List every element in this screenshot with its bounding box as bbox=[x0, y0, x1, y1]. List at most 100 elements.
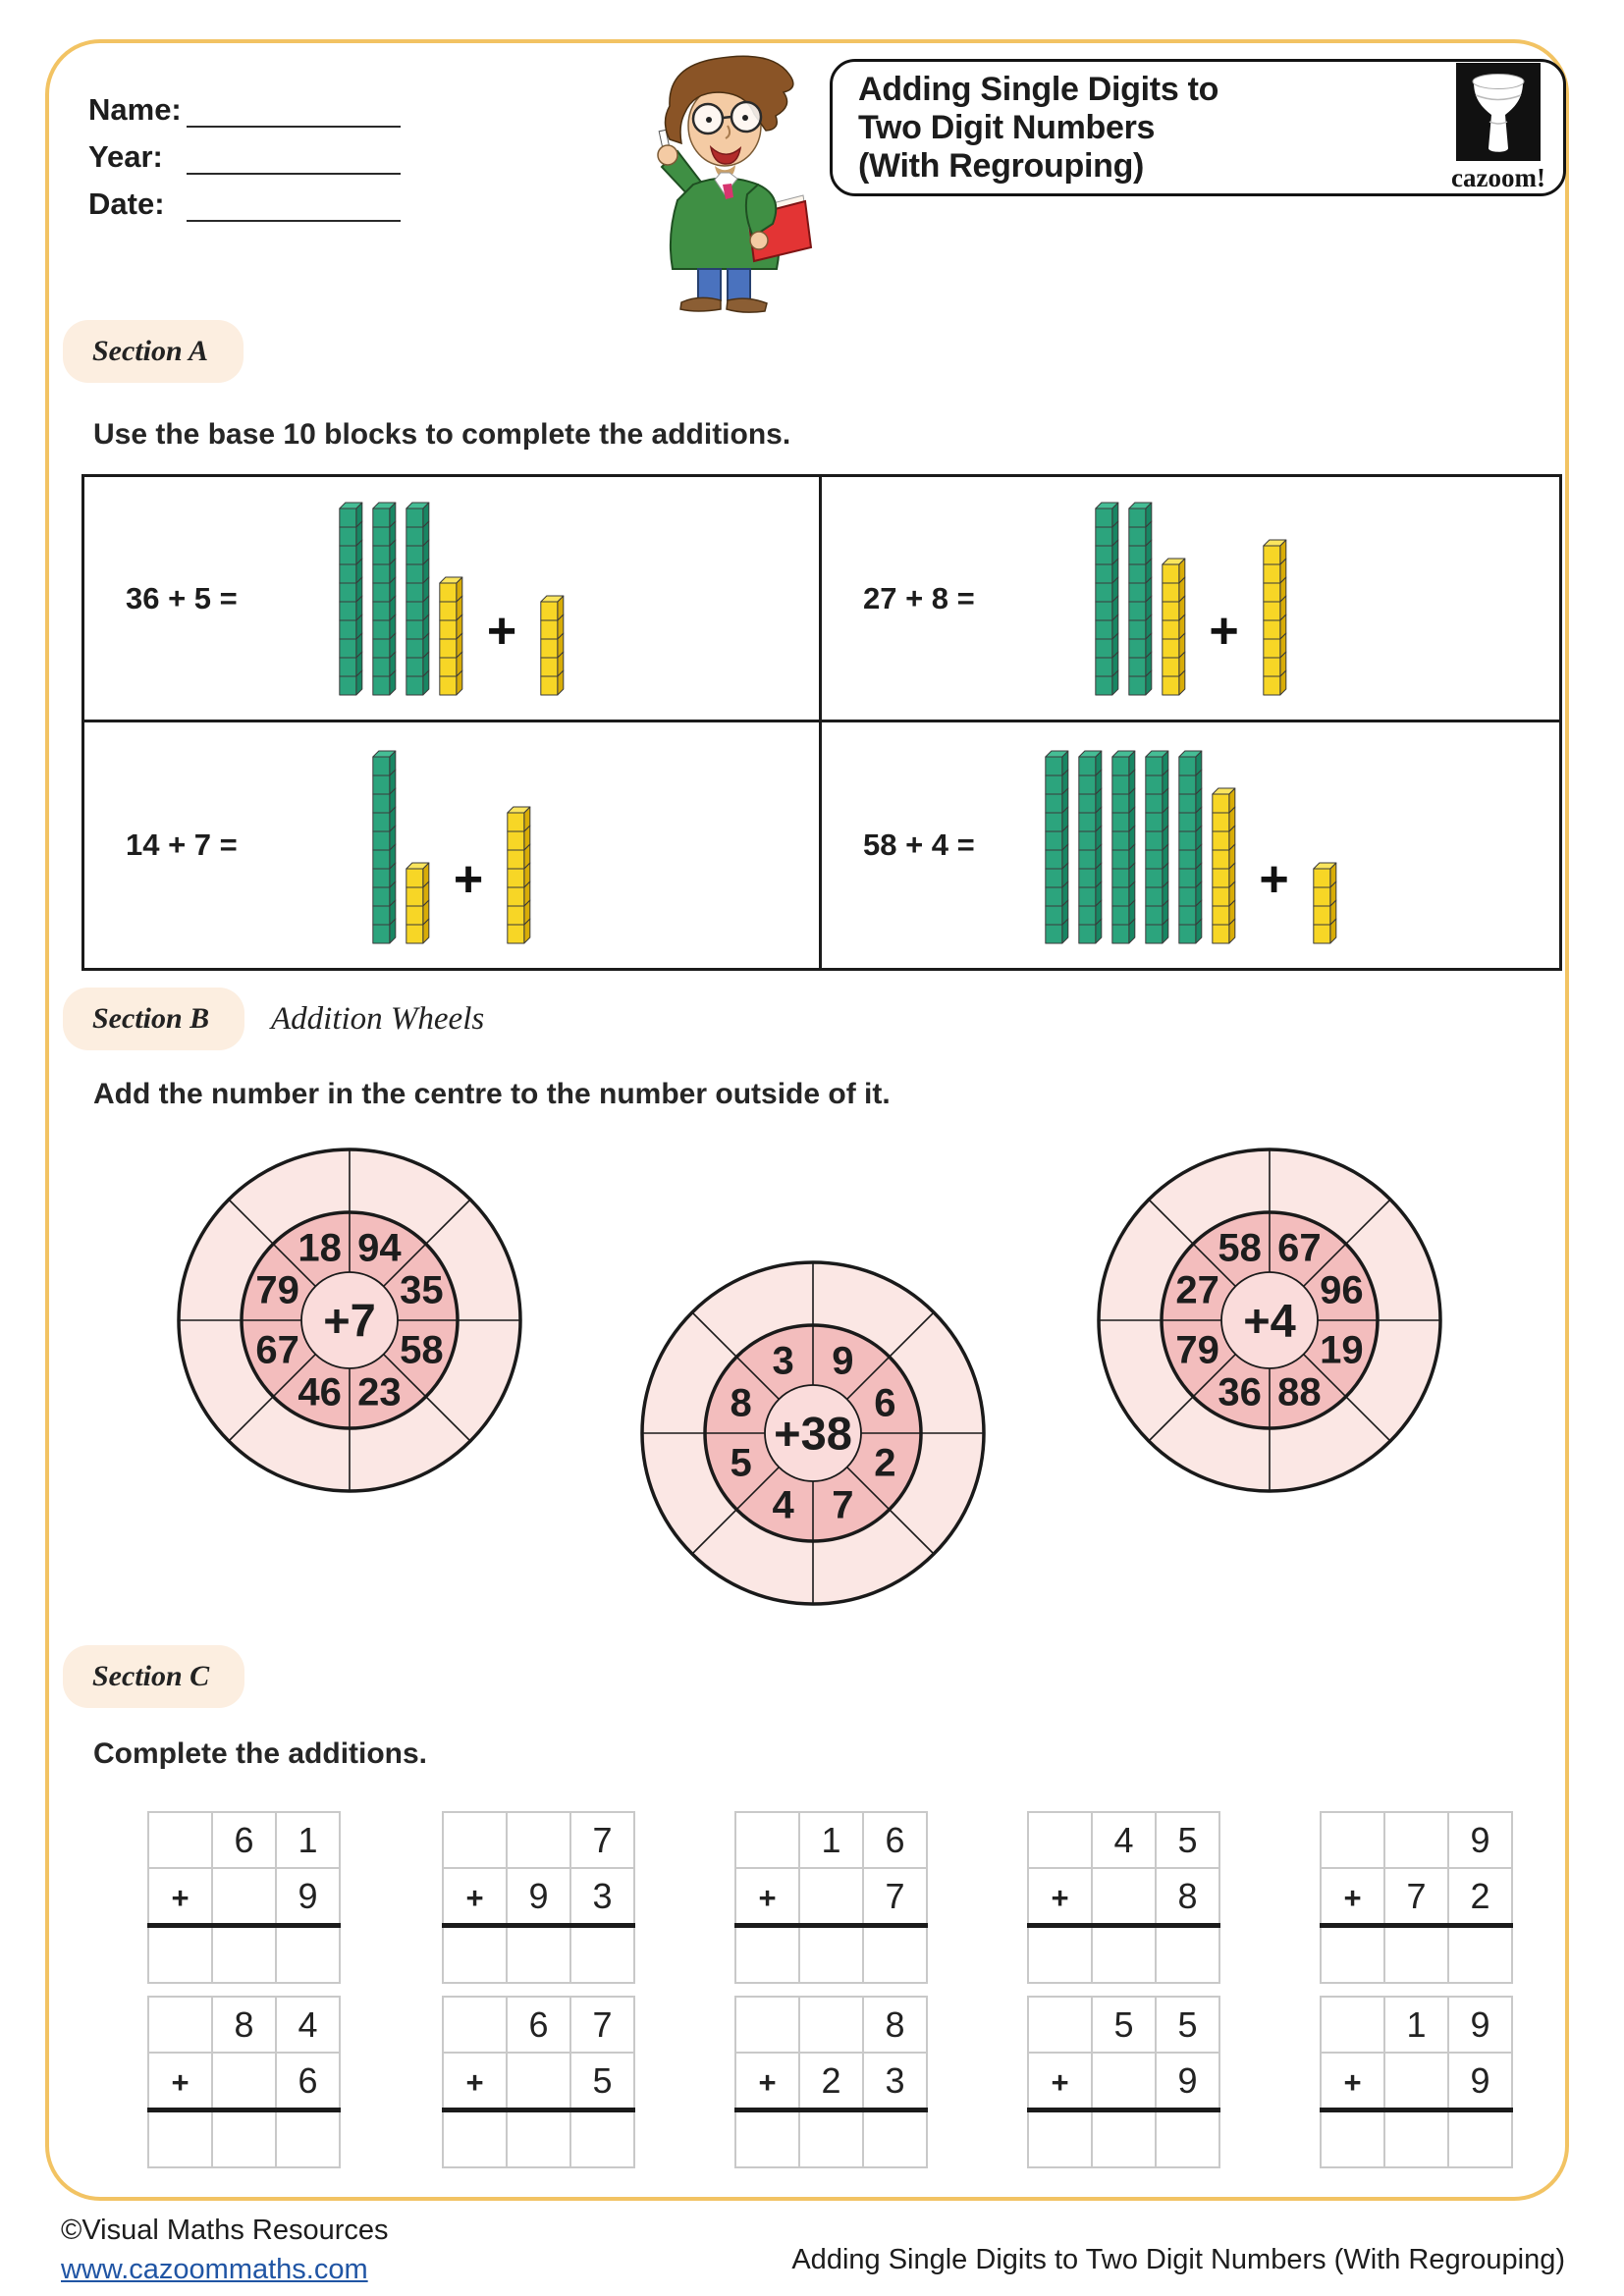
grid-cell-bot: 3 bbox=[569, 1867, 635, 1928]
website-link[interactable]: www.cazoommaths.com bbox=[61, 2254, 368, 2285]
plus-sign: + bbox=[171, 1880, 189, 1915]
grid-cell-top bbox=[1027, 1996, 1093, 2054]
ones-rod bbox=[1161, 558, 1185, 696]
addend-ones-rod bbox=[1263, 539, 1287, 696]
grid-cell-bot: + bbox=[1320, 2052, 1385, 2112]
grid-cell-top: 5 bbox=[1155, 1996, 1220, 2054]
wheel-number: 35 bbox=[400, 1269, 444, 1312]
grid-cell-answer bbox=[275, 1924, 341, 1984]
two-digit-number-blocks bbox=[339, 502, 463, 696]
grid-cell-answer bbox=[1027, 1924, 1093, 1984]
problem-expression: 27 + 8 = bbox=[863, 580, 975, 615]
name-field: Name: bbox=[88, 80, 401, 128]
grid-cell-answer bbox=[862, 1924, 928, 1984]
grid-cell-bot: 9 bbox=[506, 1867, 571, 1928]
wheel-number: 4 bbox=[772, 1483, 794, 1526]
tens-rod bbox=[372, 750, 397, 944]
grid-cell-answer bbox=[569, 1924, 635, 1984]
copyright-text: ©Visual Maths Resources bbox=[61, 2215, 389, 2246]
page-border-frame bbox=[45, 39, 1569, 2201]
plus-sign: + bbox=[1343, 1880, 1362, 1915]
grid-cell-bot bbox=[506, 2052, 571, 2112]
grid-cell-top: 5 bbox=[1091, 1996, 1157, 2054]
teacher-cartoon bbox=[657, 55, 813, 313]
grid-cell-answer bbox=[442, 2109, 508, 2168]
grid-cell-top: 4 bbox=[1091, 1811, 1157, 1869]
wheel-center-label: +7 bbox=[323, 1295, 376, 1347]
grid-cell-top bbox=[147, 1996, 213, 2054]
addend-ones-rod bbox=[507, 806, 531, 944]
grid-cell-top: 8 bbox=[862, 1996, 928, 2054]
addend-ones-rod bbox=[540, 595, 565, 696]
block-problem-cell: 27 + 8 = + bbox=[822, 477, 1559, 722]
plus-sign: + bbox=[1343, 2064, 1362, 2100]
plus-sign: + bbox=[1209, 603, 1239, 660]
base-ten-blocks: + bbox=[1044, 750, 1337, 944]
date-fill-line bbox=[187, 183, 401, 222]
tens-rod bbox=[1177, 750, 1202, 944]
grid-cell-top: 7 bbox=[569, 1811, 635, 1869]
grid-cell-answer bbox=[1447, 1924, 1513, 1984]
plus-sign: + bbox=[486, 603, 517, 660]
grid-cell-top bbox=[1383, 1811, 1449, 1869]
wheel-number: 36 bbox=[1218, 1370, 1262, 1414]
grid-cell-answer bbox=[211, 1924, 277, 1984]
tens-rod bbox=[1127, 502, 1152, 696]
problem-expression: 36 + 5 = bbox=[126, 580, 238, 615]
wheel-number: 5 bbox=[730, 1441, 751, 1484]
grid-cell-answer bbox=[798, 2109, 864, 2168]
block-problem-cell: 14 + 7 = + bbox=[84, 722, 822, 968]
plus-sign: + bbox=[453, 851, 484, 908]
grid-cell-bot: + bbox=[1027, 1867, 1093, 1928]
grid-cell-top: 9 bbox=[1447, 1996, 1513, 2054]
problem-expression: 14 + 7 = bbox=[126, 828, 238, 862]
grid-cell-bot: 2 bbox=[1447, 1867, 1513, 1928]
header-fields: Name: Year: Date: bbox=[88, 80, 401, 222]
plus-sign: + bbox=[1259, 851, 1289, 908]
plus-sign: + bbox=[758, 1880, 777, 1915]
two-digit-number-blocks bbox=[372, 750, 430, 944]
section-c-label: Section C bbox=[63, 1645, 245, 1708]
grid-cell-answer bbox=[1091, 1924, 1157, 1984]
grid-cell-answer bbox=[442, 1924, 508, 1984]
grid-cell-bot bbox=[1383, 2052, 1449, 2112]
plus-sign: + bbox=[1051, 1880, 1069, 1915]
logo-wordmark: cazoom! bbox=[1451, 162, 1545, 192]
grid-cell-bot: 6 bbox=[275, 2052, 341, 2112]
grid-cell-answer bbox=[147, 1924, 213, 1984]
grid-cell-answer bbox=[734, 1924, 800, 1984]
plus-sign: + bbox=[1051, 2064, 1069, 2100]
wheel-number: 2 bbox=[874, 1441, 895, 1484]
wheel-number: 46 bbox=[298, 1370, 342, 1414]
grid-cell-bot: + bbox=[1320, 1867, 1385, 1928]
grid-cell-answer bbox=[1383, 2109, 1449, 2168]
grid-cell-top: 7 bbox=[569, 1996, 635, 2054]
two-digit-number-blocks bbox=[1044, 750, 1235, 944]
grid-cell-top bbox=[1320, 1811, 1385, 1869]
grid-cell-top: 6 bbox=[862, 1811, 928, 1869]
grid-cell-top bbox=[506, 1811, 571, 1869]
wheel-number: 58 bbox=[1218, 1227, 1262, 1270]
grid-cell-top: 6 bbox=[211, 1811, 277, 1869]
year-fill-line bbox=[187, 135, 401, 175]
grid-cell-top: 4 bbox=[275, 1996, 341, 2054]
wheel-number: 67 bbox=[255, 1328, 299, 1371]
wheel-center-label: +38 bbox=[774, 1408, 852, 1460]
grid-cell-bot: 5 bbox=[569, 2052, 635, 2112]
wheel-number: 79 bbox=[1175, 1328, 1219, 1371]
grid-cell-answer bbox=[1155, 1924, 1220, 1984]
grid-cell-answer bbox=[569, 2109, 635, 2168]
cazoom-logo: cazoom! bbox=[1451, 62, 1545, 193]
grid-cell-bot bbox=[1091, 2052, 1157, 2112]
grid-cell-bot: + bbox=[734, 1867, 800, 1928]
grid-cell-top bbox=[734, 1996, 800, 2054]
grid-cell-bot: + bbox=[1027, 2052, 1093, 2112]
grid-cell-answer bbox=[1447, 2109, 1513, 2168]
